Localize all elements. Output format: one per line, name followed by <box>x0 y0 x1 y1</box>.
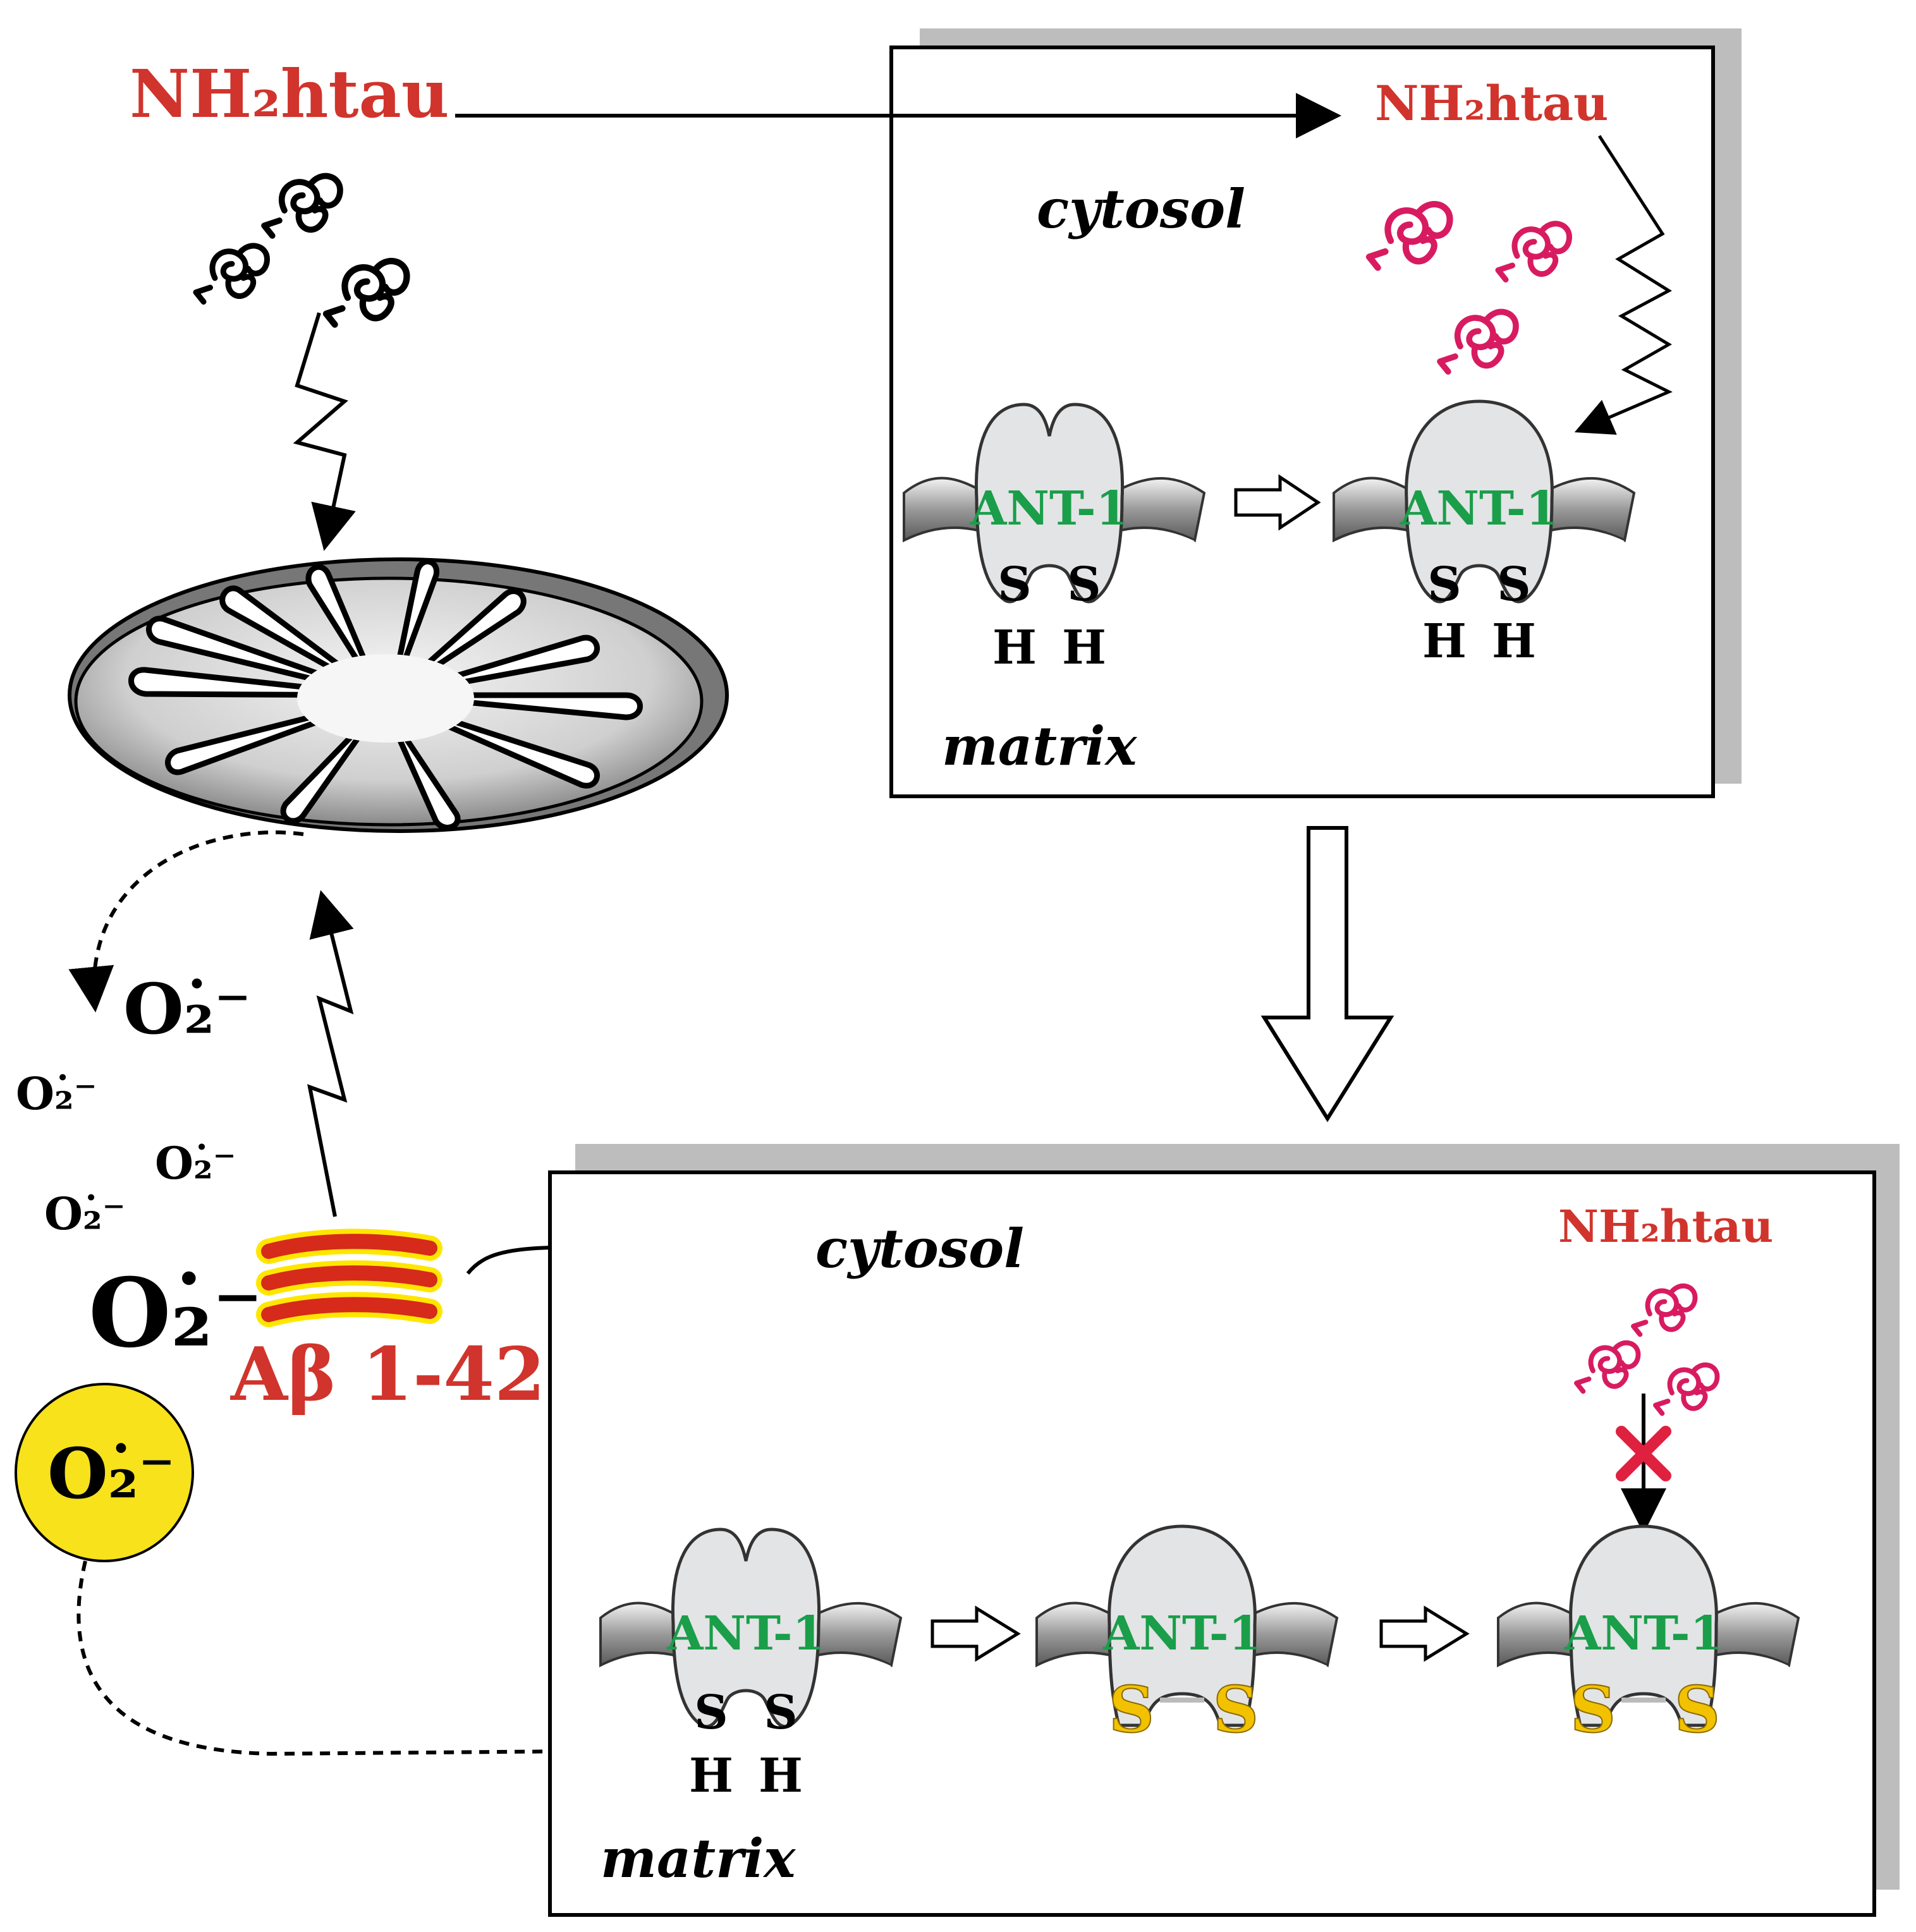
bottom-panel-tau-label: NH₂htau <box>1558 1200 1773 1253</box>
bottom-matrix-label: matrix <box>601 1827 796 1890</box>
superoxide-circle <box>15 1383 194 1562</box>
superoxide-small-3: O₂̇⁻ <box>44 1188 126 1240</box>
ant1-top-tau-bound-s-left: S <box>1427 557 1461 612</box>
ant1-bottom-disulfide-label: ANT-1 <box>1102 1607 1261 1661</box>
ant1-bottom-open-s-left: S <box>694 1686 728 1740</box>
bottom-cytosol-label: cytosol <box>815 1217 1024 1280</box>
ant1-bottom-disulfide-blocked-label: ANT-1 <box>1564 1607 1723 1661</box>
mitochondrion <box>68 557 729 833</box>
top-panel-zigzag-arrow <box>1574 135 1673 435</box>
ant1-bottom-disulfide-blocked-s-left: S <box>1570 1672 1616 1747</box>
ant1-top-open-s-left: S <box>998 557 1031 612</box>
superoxide-large-2: O₂̇⁻ <box>88 1258 263 1369</box>
ant1-top-tau-bound <box>1334 399 1634 604</box>
ant1-top-open-s-right: S <box>1067 557 1101 612</box>
ant1-bottom-disulfide-s-left: S <box>1109 1672 1154 1747</box>
tau-main-cluster <box>196 176 407 325</box>
ant1-top-open <box>904 403 1204 604</box>
ant1-top-tau-bound-h-left: H <box>1422 614 1467 669</box>
superoxide-large-1: O₂̇⁻ <box>123 968 251 1050</box>
ant1-top-tau-bound-label: ANT-1 <box>1400 482 1558 536</box>
top-hollow-arrow <box>1234 474 1321 531</box>
ant1-top-tau-bound-s-right: S <box>1497 557 1530 612</box>
bottom-hollow-arrow-1 <box>931 1605 1021 1662</box>
superoxide-small-2: O₂̇⁻ <box>155 1137 236 1189</box>
ant1-top-open-h-right: H <box>1062 621 1106 675</box>
ant1-top-open-h-left: H <box>992 621 1037 675</box>
superoxide-small-1: O₂̇⁻ <box>16 1067 97 1120</box>
tau-to-mito-zigzag <box>293 312 356 551</box>
block-x-icon <box>1616 1426 1671 1481</box>
ant1-bottom-open <box>601 1528 901 1728</box>
top-panel-tau-label: NH₂htau <box>1375 75 1608 131</box>
ant1-bottom-open-h-left: H <box>689 1749 733 1803</box>
ant1-bottom-disulfide-blocked <box>1498 1524 1798 1727</box>
ant1-bottom-open-s-right: S <box>764 1686 797 1740</box>
abeta-label: Aβ 1-42 <box>230 1332 546 1418</box>
panel-transition-arrow <box>1260 826 1394 1122</box>
ant1-bottom-disulfide <box>1037 1524 1337 1727</box>
abeta-to-mito-zigzag <box>307 890 354 1217</box>
bottom-hollow-arrow-2 <box>1379 1605 1470 1662</box>
top-matrix-label: matrix <box>942 715 1137 777</box>
top-cytosol-label: cytosol <box>1037 178 1245 240</box>
ant1-bottom-open-label: ANT-1 <box>666 1607 825 1661</box>
mito-to-superoxide-dashed <box>68 830 304 1012</box>
ant1-top-tau-bound-h-right: H <box>1492 614 1536 669</box>
ant1-bottom-disulfide-blocked-s-right: S <box>1675 1672 1720 1747</box>
superoxide-to-ant-dashed <box>76 1560 659 1774</box>
bottom-panel <box>548 1144 1900 1917</box>
ant1-bottom-disulfide-s-right: S <box>1213 1672 1259 1747</box>
tau-main-label: NH₂htau <box>130 55 449 133</box>
abeta-fibrils <box>256 1229 442 1327</box>
superoxide-circle-label: O₂̇⁻ <box>47 1433 175 1514</box>
ant1-bottom-open-h-right: H <box>759 1749 803 1803</box>
ant1-top-open-label: ANT-1 <box>970 482 1128 536</box>
superoxide-cluster: O₂̇⁻ O₂̇⁻ O₂̇⁻ O₂̇⁻ O₂̇⁻ <box>16 968 263 1369</box>
